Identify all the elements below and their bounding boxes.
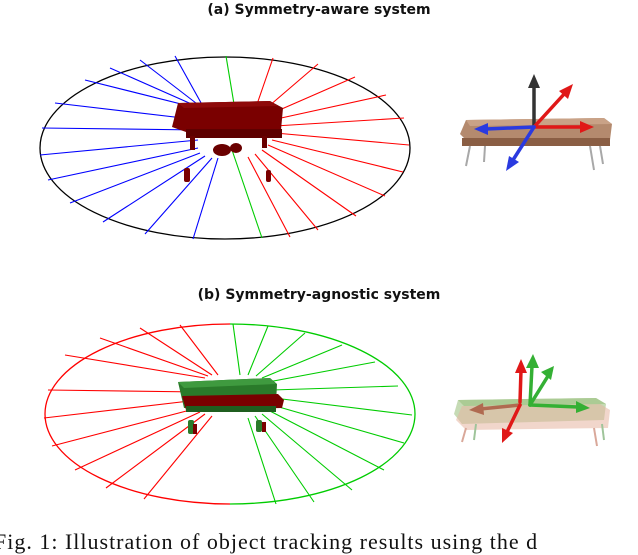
panel-b-orientation-ring bbox=[43, 323, 416, 505]
panel-a-rendered-table bbox=[460, 118, 612, 171]
panel-b-title: (b) Symmetry-agnostic system bbox=[197, 287, 441, 303]
panel-a-red-spokes bbox=[247, 57, 410, 238]
panel-b-estimated-axes bbox=[469, 354, 590, 443]
panel-b-red-spokes bbox=[43, 324, 219, 500]
panel-a-symmetry-axes bbox=[474, 74, 594, 171]
panel-a-orientation-ring bbox=[39, 55, 411, 240]
panel-b-tracked-tables bbox=[178, 378, 284, 434]
panel-b-rendered-tables bbox=[454, 398, 610, 447]
panel-a-blue-spokes bbox=[39, 55, 219, 240]
panel-b-green-spokes bbox=[232, 323, 413, 505]
panel-a-green-spokes bbox=[225, 55, 263, 239]
panel-a-title: (a) Symmetry-aware system bbox=[207, 2, 431, 18]
figure-caption: Fig. 1: Illustration of object tracking … bbox=[0, 529, 539, 554]
panel-a-tracked-table bbox=[172, 101, 283, 182]
